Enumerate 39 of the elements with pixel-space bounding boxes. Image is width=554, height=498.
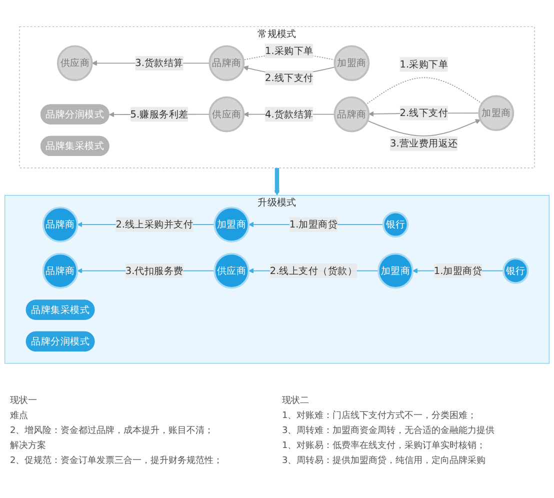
arrow	[367, 119, 481, 136]
node-circle: 加盟商	[378, 252, 414, 289]
edge-label: 3.代扣服务费	[125, 264, 184, 276]
note-text: 现状一	[10, 394, 38, 407]
edge-label: 2.线下支付	[265, 72, 314, 84]
node-circle: 品牌商	[42, 206, 78, 242]
note-text: 3、周转易：提供加盟商贷，纯信用，定向品牌采购	[282, 454, 487, 467]
note-text: 1、对账难：门店线下支付方式不一，分类困难；	[282, 410, 478, 422]
edge-label: 1.加盟商贷	[289, 218, 338, 230]
edge-label: 2.线上支付（货款）	[270, 264, 358, 276]
node-circle: 品牌商	[208, 45, 245, 82]
node-circle: 加盟商	[334, 45, 370, 82]
note-text: 现状二	[282, 394, 310, 407]
edge-label: 5.赚服务利差	[130, 108, 188, 120]
edge-label: 1.采购下单	[265, 44, 314, 56]
note-text: 难点	[10, 410, 29, 422]
edge-label: 3.货款结算	[135, 57, 184, 69]
node-circle: 供应商	[214, 252, 250, 289]
node-circle: 供应商	[56, 45, 93, 82]
edge-label: 3.营业费用返还	[390, 137, 458, 150]
node-circle: 品牌商	[42, 252, 78, 289]
edge-label: 2.线下支付	[400, 107, 448, 119]
edge-label: 2.线上采购并支付	[116, 218, 194, 230]
connector	[365, 77, 482, 106]
note-text: 解决方案	[10, 439, 47, 452]
edge-label: 4.货款结算	[265, 108, 314, 120]
note-text: 2、促规范：资金订单发票三合一，提升财务规范性；	[10, 454, 224, 467]
edge-label: 1.加盟商贷	[434, 264, 482, 276]
note-text: 3、周转难：加盟商资金周转，无合适的金融能力提供	[282, 424, 496, 437]
node-circle: 加盟商	[214, 206, 250, 242]
node-circle: 供应商	[208, 96, 245, 132]
arrow	[274, 168, 280, 196]
note-text: 1、对账易：低费率在线支付，采购订单实时核销；	[282, 440, 487, 452]
node-circle: 品牌商	[334, 96, 370, 132]
node-circle: 银行	[502, 258, 529, 284]
note-text: 2、增风险：资金都过品牌，成本提升，账目不清；	[10, 424, 215, 437]
node-circle: 加盟商	[478, 95, 514, 132]
edge-label: 1.采购下单	[400, 58, 448, 70]
node-circle: 银行	[382, 211, 409, 238]
